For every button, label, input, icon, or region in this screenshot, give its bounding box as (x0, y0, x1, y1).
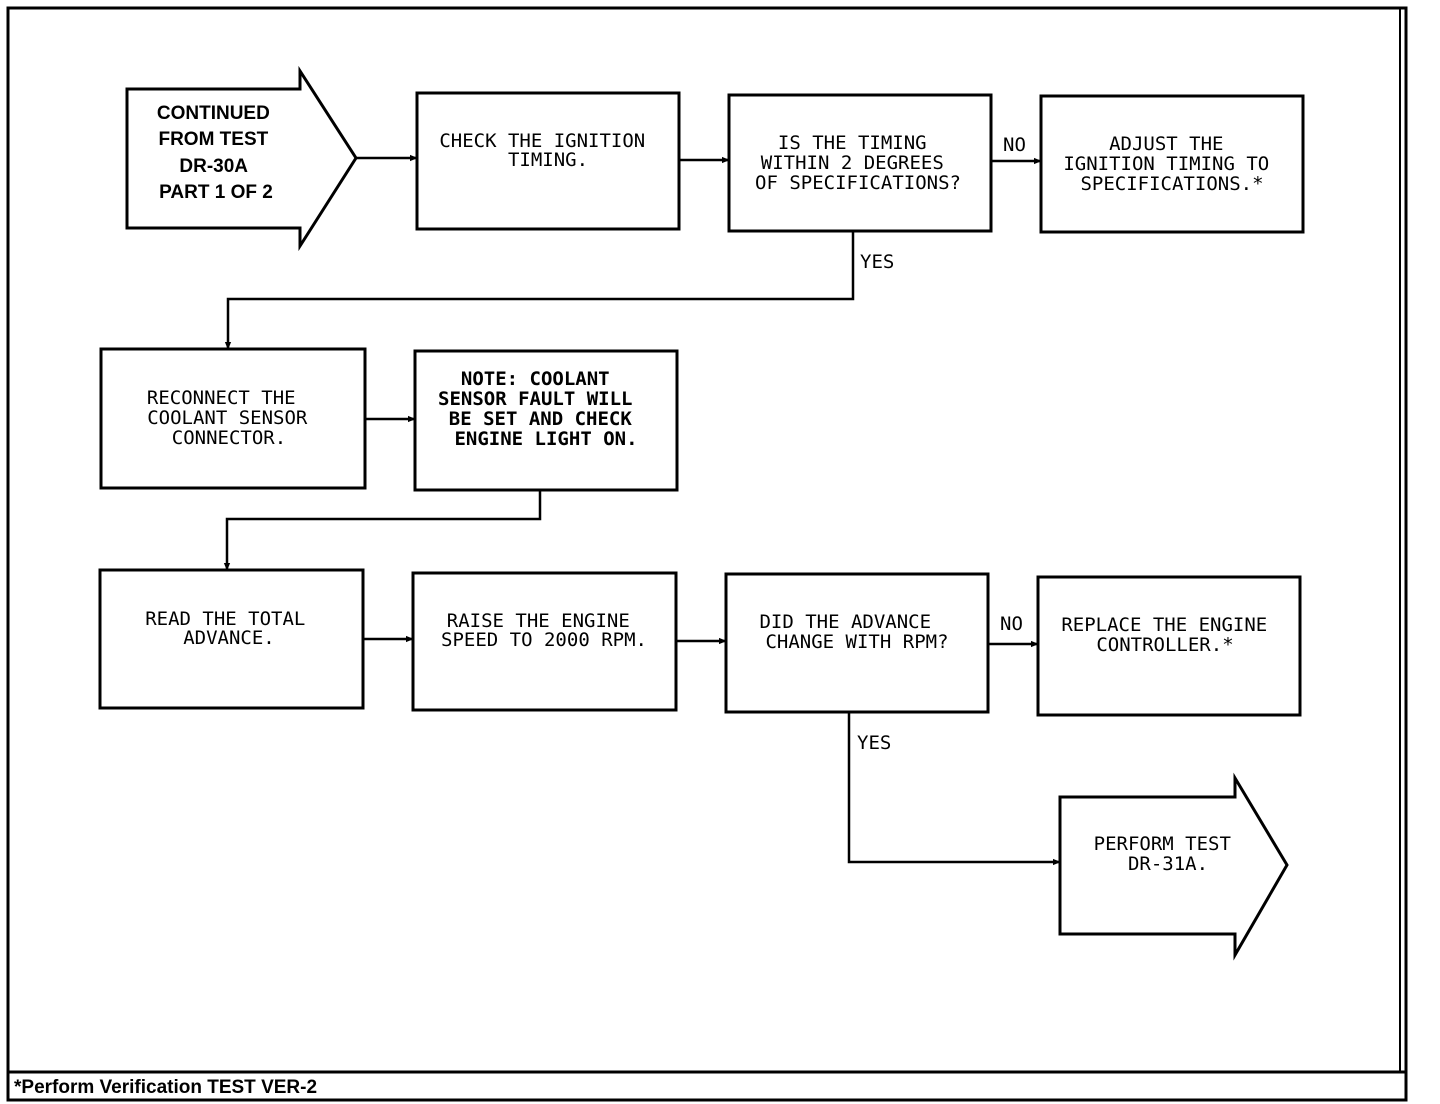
node-perform-test: PERFORM TEST DR-31A. (1058, 772, 1289, 961)
node-continued-text: CONTINUED FROM TEST DR-30A PART 1 OF 2 (157, 103, 275, 203)
node-note-text: NOTE: COOLANT SENSOR FAULT WILL BE SET A… (438, 368, 644, 450)
arrow-advance-yes (847, 712, 1061, 866)
node-check-timing-text: CHECK THE IGNITION TIMING. (439, 130, 656, 171)
node-replace-controller: REPLACE THE ENGINE CONTROLLER.* (1036, 575, 1302, 717)
node-note: NOTE: COOLANT SENSOR FAULT WILL BE SET A… (413, 349, 679, 492)
arrow-note-to-read (223, 490, 542, 571)
footer-note: *Perform Verification TEST VER-2 (14, 1077, 317, 1098)
label-no-1: NO (1003, 134, 1026, 156)
node-raise-speed-text: RAISE THE ENGINE SPEED TO 2000 RPM. (441, 610, 647, 651)
node-timing-question: IS THE TIMING WITHIN 2 DEGREES OF SPECIF… (727, 93, 993, 233)
node-adjust-timing-text: ADJUST THE IGNITION TIMING TO SPECIFICAT… (1063, 133, 1280, 195)
label-no-2: NO (1000, 613, 1023, 635)
node-read-advance: READ THE TOTAL ADVANCE. (98, 568, 365, 710)
node-raise-speed: RAISE THE ENGINE SPEED TO 2000 RPM. (411, 571, 678, 712)
node-advance-question: DID THE ADVANCE CHANGE WITH RPM? (724, 572, 990, 714)
node-continued: CONTINUED FROM TEST DR-30A PART 1 OF 2 (125, 65, 358, 252)
node-timing-question-text: IS THE TIMING WITHIN 2 DEGREES OF SPECIF… (755, 132, 961, 194)
node-read-advance-text: READ THE TOTAL ADVANCE. (145, 608, 317, 649)
node-adjust-timing: ADJUST THE IGNITION TIMING TO SPECIFICAT… (1039, 94, 1305, 234)
label-yes-2: YES (857, 732, 891, 754)
node-perform-test-text: PERFORM TEST DR-31A. (1094, 833, 1243, 875)
node-advance-question-text: DID THE ADVANCE CHANGE WITH RPM? (759, 611, 948, 653)
node-reconnect: RECONNECT THE COOLANT SENSOR CONNECTOR. (99, 347, 367, 490)
node-replace-controller-text: REPLACE THE ENGINE CONTROLLER.* (1061, 614, 1278, 656)
page-frame (6, 6, 1408, 1102)
label-yes-1: YES (860, 251, 894, 273)
node-check-timing: CHECK THE IGNITION TIMING. (415, 91, 681, 231)
arrow-question-yes (224, 231, 855, 350)
node-reconnect-text: RECONNECT THE COOLANT SENSOR CONNECTOR. (147, 387, 319, 449)
